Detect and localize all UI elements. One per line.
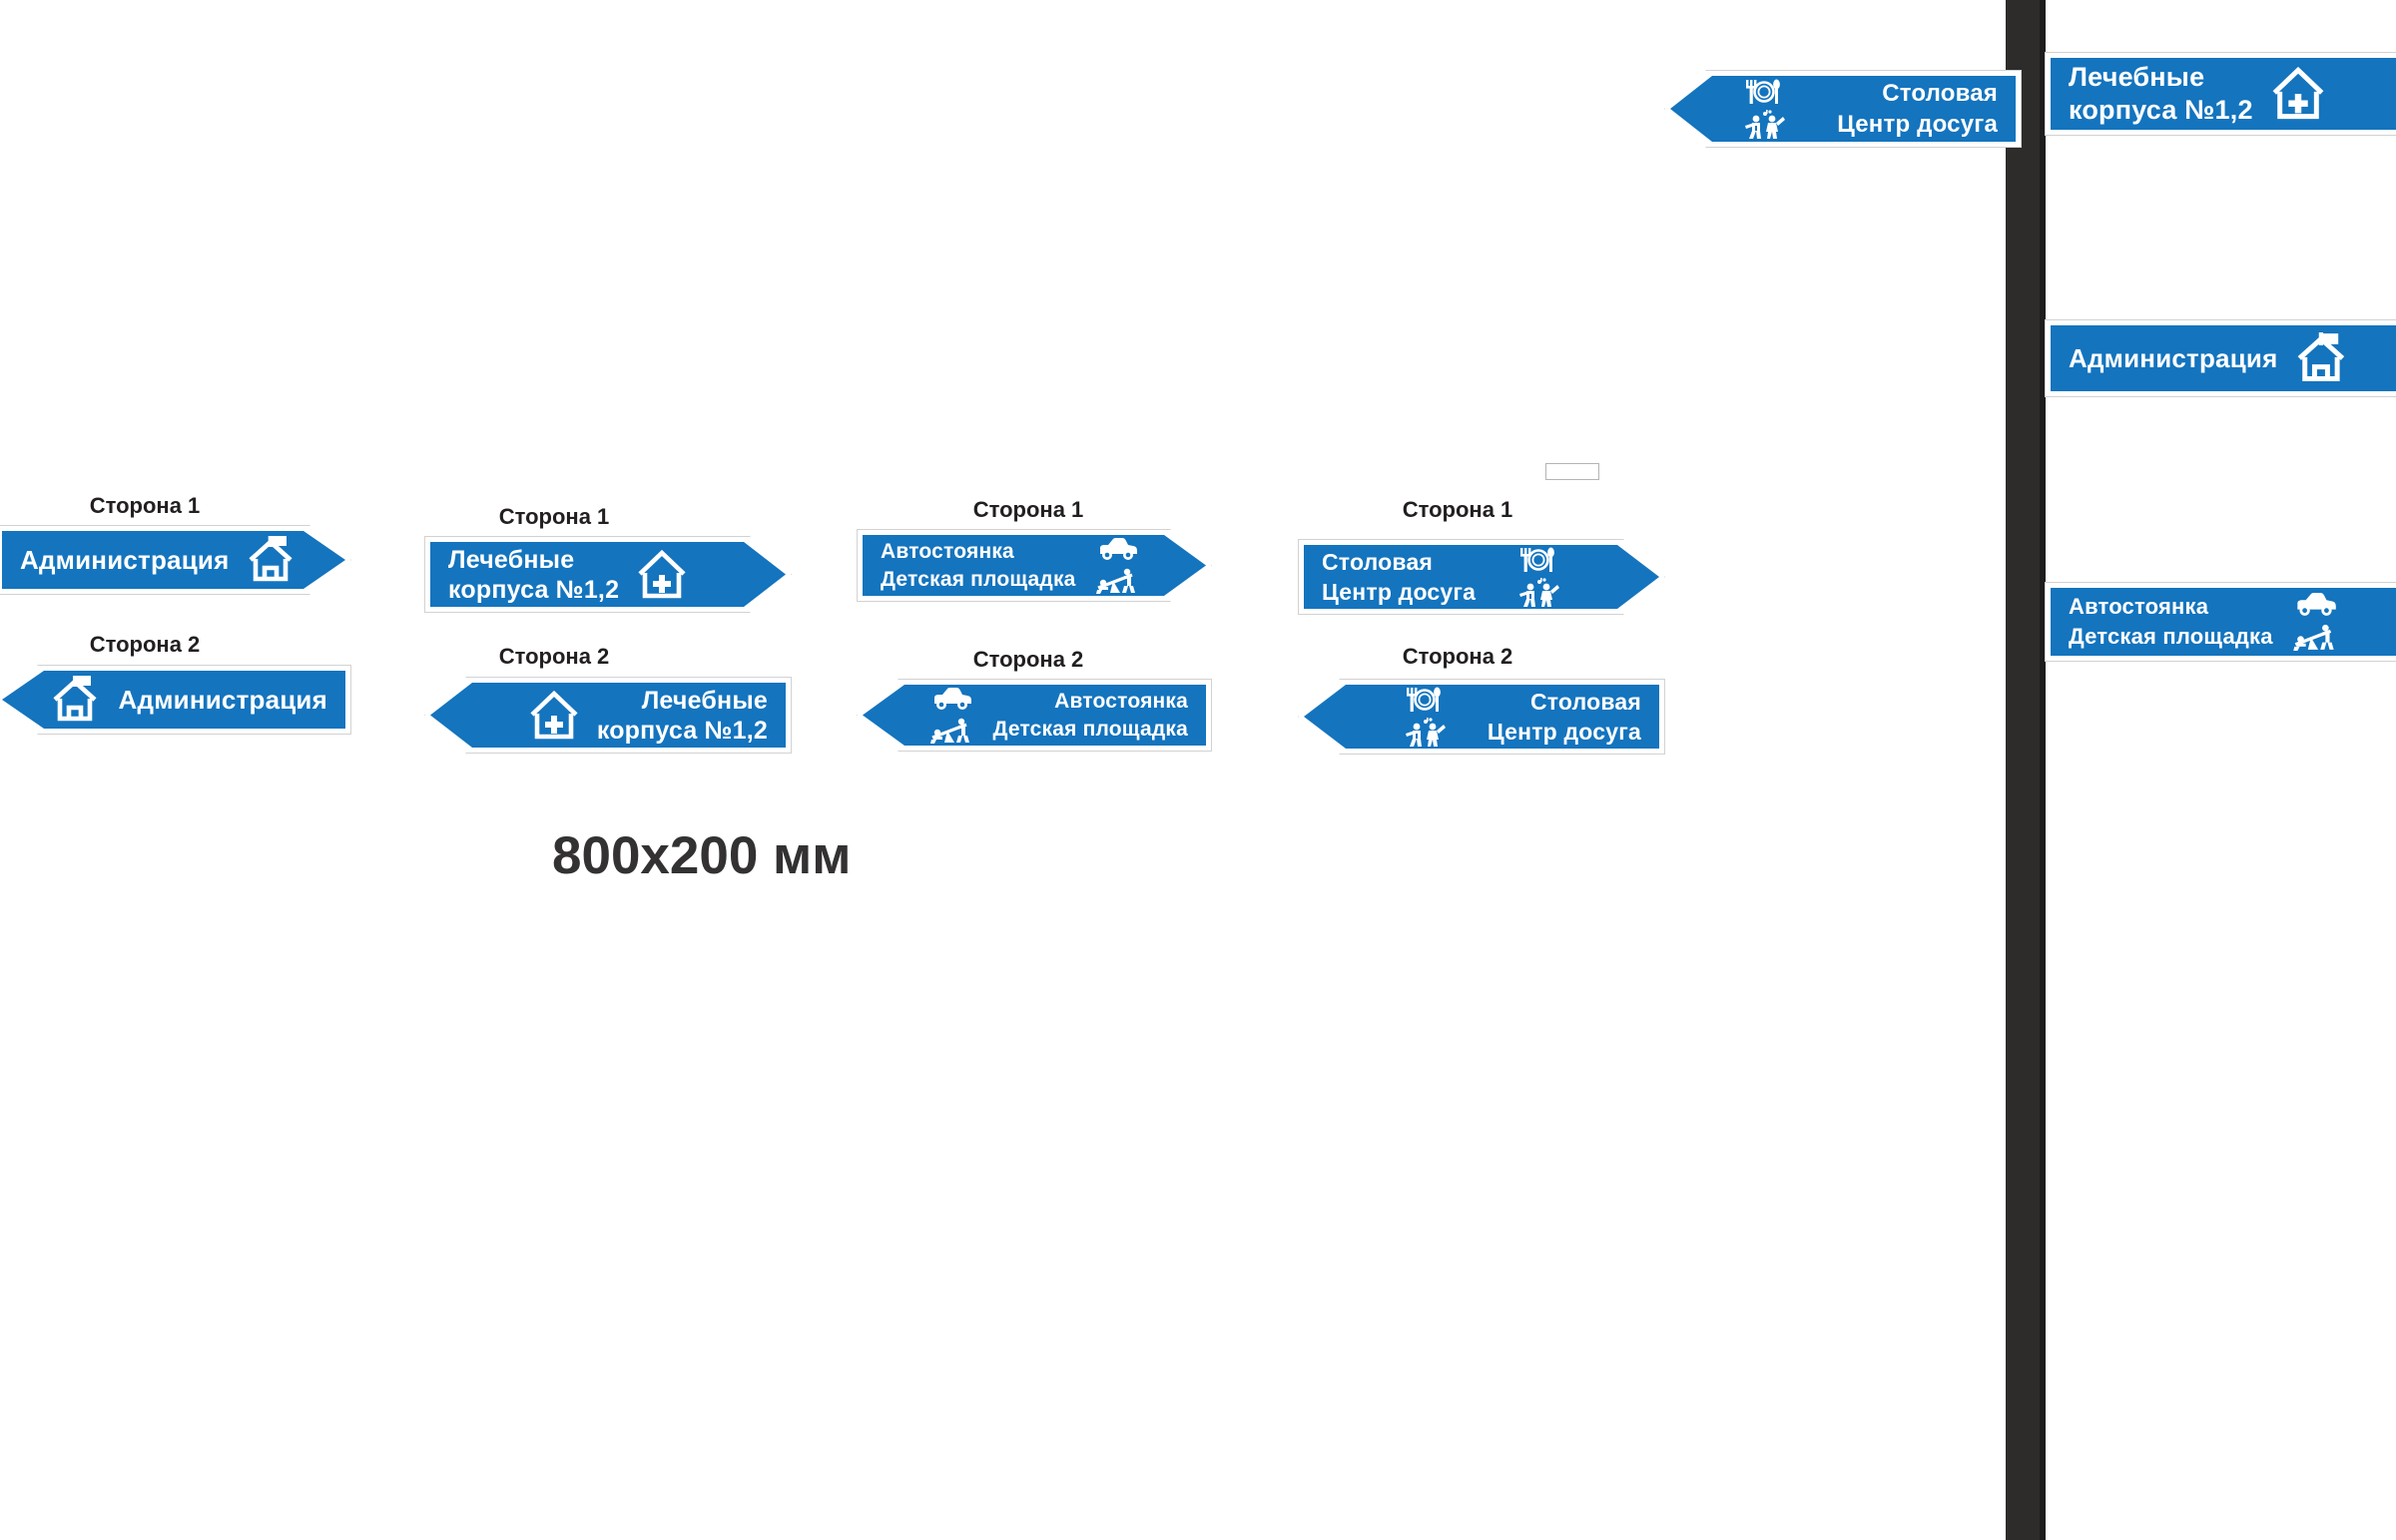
sign-icons xyxy=(2271,66,2325,122)
sign-body: Автостоянка Детская площадка xyxy=(2051,588,2396,656)
sign-line-2: Детская площадка xyxy=(881,567,1076,591)
dancing-icon xyxy=(1743,109,1786,140)
sign-text: Столовая Центр досуга xyxy=(1837,78,1998,140)
sign-icons xyxy=(637,549,687,601)
sign-administration-side2[interactable]: Администрация xyxy=(0,665,351,735)
sign-text: Администрация xyxy=(119,685,327,715)
sign-line-1: Автостоянка xyxy=(2069,594,2209,619)
sign-icons xyxy=(51,676,101,724)
sign-line-2: Детская площадка xyxy=(2069,624,2273,649)
sign-line-1: Лечебные xyxy=(641,686,768,715)
sign-text: Автостоянка Детская площадка xyxy=(992,688,1188,744)
sign-line-2: корпуса №1,2 xyxy=(596,716,768,745)
mockup-sign-canteen-left[interactable]: Столовая Центр досуга xyxy=(1664,70,2022,148)
sign-text: Лечебные корпуса №1,2 xyxy=(448,545,619,605)
sign-line-1: Автостоянка xyxy=(1054,689,1188,713)
car-icon xyxy=(928,687,974,713)
sign-text: Администрация xyxy=(2069,343,2277,374)
sign-line-1: Столовая xyxy=(1882,80,1998,107)
sign-body: Администрация xyxy=(2051,325,2396,391)
caption-group4-side1: Сторона 1 xyxy=(1402,497,1513,522)
sign-medical-side2[interactable]: Лечебные корпуса №1,2 xyxy=(424,677,792,754)
dimension-label: 800x200 мм xyxy=(552,826,852,885)
house-cross-icon xyxy=(529,690,579,742)
caption-group4-side2: Сторона 2 xyxy=(1402,644,1513,669)
sign-line-1: Лечебные xyxy=(448,545,575,574)
sign-administration-side1[interactable]: Администрация xyxy=(0,525,351,595)
sign-body: Лечебные корпуса №1,2 xyxy=(430,683,786,748)
sign-line-1: Администрация xyxy=(20,545,230,575)
sign-medical-side1[interactable]: Лечебные корпуса №1,2 xyxy=(424,536,792,613)
mockup-sign-medical-right[interactable]: Лечебные корпуса №1,2 xyxy=(2045,52,2396,136)
mockup-sign-administration-right[interactable]: Администрация xyxy=(2045,319,2396,397)
sign-line-1: Столовая xyxy=(1322,549,1434,575)
mockup-sign-parking-right[interactable]: Автостоянка Детская площадка xyxy=(2045,582,2396,662)
sign-body: Администрация xyxy=(2,671,345,729)
cutlery-icon xyxy=(1743,79,1785,105)
sign-text: Автостоянка Детская площадка xyxy=(2069,592,2273,652)
sign-pole xyxy=(2006,0,2046,1540)
sign-body: Столовая Центр досуга xyxy=(1304,545,1659,609)
sign-line-2: корпуса №1,2 xyxy=(448,575,620,604)
sign-line-1: Лечебные xyxy=(2069,62,2205,92)
sign-body: Столовая Центр досуга xyxy=(1670,76,2016,142)
dancing-icon xyxy=(1404,717,1446,748)
sign-icons xyxy=(928,687,974,745)
sign-icons xyxy=(2291,592,2339,652)
sign-line-2: Детская площадка xyxy=(992,717,1188,741)
sign-canteen-side1[interactable]: Столовая Центр досуга xyxy=(1298,539,1665,615)
car-icon xyxy=(1094,537,1140,563)
caption-group1-side1: Сторона 1 xyxy=(89,493,201,518)
caption-group3-side1: Сторона 1 xyxy=(972,497,1084,522)
sign-line-2: Центр досуга xyxy=(1487,719,1641,745)
sign-icons xyxy=(247,536,297,584)
house-flag-icon xyxy=(2295,332,2349,384)
sign-body: Администрация xyxy=(2,531,345,589)
sign-line-1: Администрация xyxy=(118,685,327,715)
sign-body: Автостоянка Детская площадка xyxy=(863,685,1206,746)
sign-icons xyxy=(2295,332,2349,384)
sign-parking-side2[interactable]: Автостоянка Детская площадка xyxy=(857,679,1212,752)
sign-icons xyxy=(1404,687,1446,748)
house-flag-icon xyxy=(51,676,101,724)
house-cross-icon xyxy=(637,549,687,601)
sign-text: Администрация xyxy=(20,545,229,575)
caption-group2-side1: Сторона 1 xyxy=(498,504,610,529)
stray-rectangle-artifact xyxy=(1545,463,1599,480)
dancing-icon xyxy=(1517,578,1559,608)
seesaw-icon xyxy=(1094,567,1140,595)
sign-body: Лечебные корпуса №1,2 xyxy=(2051,58,2396,130)
caption-group2-side2: Сторона 2 xyxy=(498,644,610,669)
caption-group3-side2: Сторона 2 xyxy=(972,647,1084,672)
sign-canteen-side2[interactable]: Столовая Центр досуга xyxy=(1298,679,1665,755)
sign-body: Столовая Центр досуга xyxy=(1304,685,1659,749)
cutlery-icon xyxy=(1404,687,1446,713)
seesaw-icon xyxy=(2291,623,2339,652)
sign-parking-side1[interactable]: Автостоянка Детская площадка xyxy=(857,529,1212,602)
sign-line-1: Автостоянка xyxy=(881,539,1014,563)
caption-group1-side2: Сторона 2 xyxy=(89,632,201,657)
sign-line-2: Центр досуга xyxy=(1322,579,1477,605)
sign-text: Автостоянка Детская площадка xyxy=(881,538,1076,594)
cutlery-icon xyxy=(1517,547,1559,573)
sign-text: Столовая Центр досуга xyxy=(1322,547,1476,607)
sign-icons xyxy=(1094,537,1140,595)
car-icon xyxy=(2291,592,2339,619)
sign-line-1: Администрация xyxy=(2069,342,2278,373)
house-flag-icon xyxy=(247,536,297,584)
sign-icons xyxy=(529,690,579,742)
sign-icons xyxy=(1743,79,1786,140)
sign-line-2: корпуса №1,2 xyxy=(2069,95,2253,125)
seesaw-icon xyxy=(928,717,974,745)
sign-body: Автостоянка Детская площадка xyxy=(863,535,1206,596)
sign-icons xyxy=(1517,547,1559,608)
sign-body: Лечебные корпуса №1,2 xyxy=(430,542,786,607)
sign-line-2: Центр досуга xyxy=(1837,111,1998,138)
sign-text: Лечебные корпуса №1,2 xyxy=(597,686,768,746)
sign-text: Лечебные корпуса №1,2 xyxy=(2069,61,2253,127)
sign-pole-shadow xyxy=(2040,0,2046,1540)
house-cross-icon xyxy=(2271,66,2325,122)
sign-line-1: Столовая xyxy=(1529,689,1641,715)
sign-text: Столовая Центр досуга xyxy=(1488,687,1641,747)
